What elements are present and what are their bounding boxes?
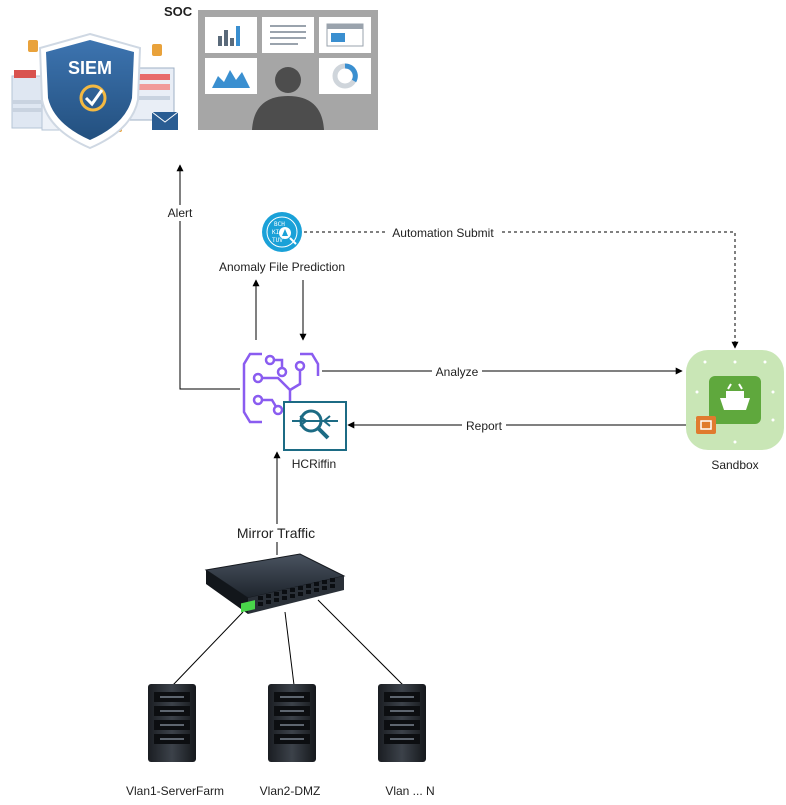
svg-text:BCH: BCH	[274, 221, 285, 228]
edge-alert-label: Alert	[168, 206, 193, 220]
sandbox-label: Sandbox	[711, 458, 758, 472]
analyst-icon	[275, 67, 301, 93]
network-switch	[204, 553, 346, 614]
switch-ports-icon	[258, 578, 335, 606]
hcriffin-label: HCRiffin	[292, 457, 336, 471]
hcriffin-icon	[283, 401, 347, 451]
server-vlann: Vlan ... N	[378, 684, 435, 798]
ml-brain-icon	[242, 352, 320, 424]
svg-text:TUV: TUV	[272, 237, 283, 244]
edge-automation-submit-label: Automation Submit	[392, 226, 494, 240]
sandbox-node: Sandbox	[686, 350, 784, 472]
server-vlan1: Vlan1-ServerFarm	[126, 684, 224, 798]
edge-analyze-label: Analyze	[436, 365, 479, 379]
siem-label: SIEM	[68, 58, 112, 78]
link-switch-vlann	[317, 599, 404, 686]
siem-illustration: SIEM	[11, 32, 179, 150]
edge-report-label: Report	[466, 419, 503, 433]
anomaly-prediction-node: BCH KI TUV Anomaly File Prediction	[219, 212, 345, 274]
hcriffin-node: HCRiffin	[242, 352, 347, 471]
anomaly-prediction-label: Anomaly File Prediction	[219, 260, 345, 274]
soc-dashboard: SOC	[164, 4, 378, 130]
svg-text:KI: KI	[272, 229, 280, 236]
server-vlan2-label: Vlan2-DMZ	[260, 784, 321, 798]
edge-alert	[176, 164, 240, 390]
soc-title: SOC	[164, 4, 193, 19]
link-switch-vlan2	[284, 611, 295, 686]
server-vlan1-label: Vlan1-ServerFarm	[126, 784, 224, 798]
sandbox-badge-icon	[696, 416, 716, 434]
edge-mirror-traffic-label: Mirror Traffic	[237, 525, 315, 541]
server-vlan2: Vlan2-DMZ	[260, 684, 321, 798]
siem-shield-icon	[46, 40, 134, 140]
edge-automation-submit	[304, 231, 739, 349]
server-vlann-label: Vlan ... N	[385, 784, 434, 798]
link-switch-vlan1	[172, 611, 244, 686]
